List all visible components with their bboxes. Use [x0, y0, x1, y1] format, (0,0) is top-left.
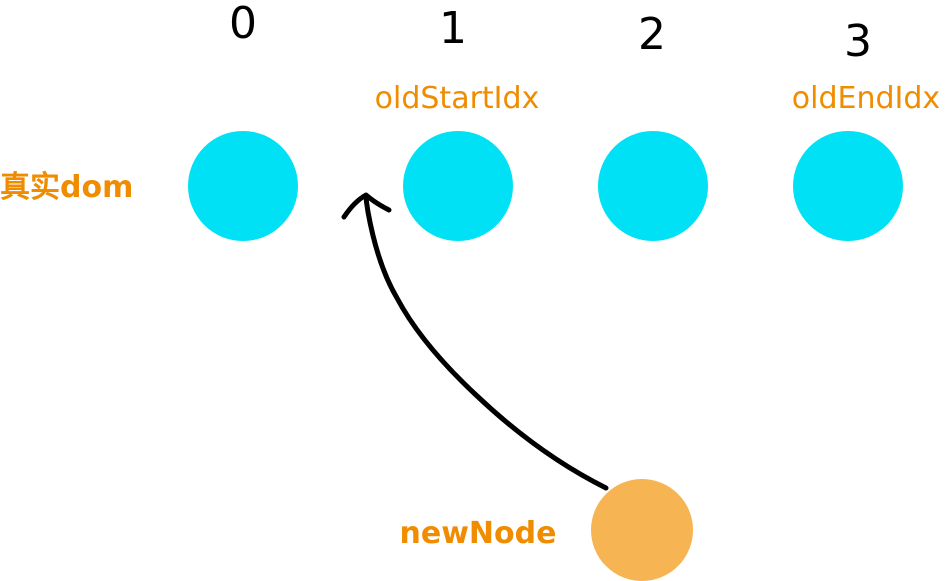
dom-node-0	[188, 131, 298, 241]
new-node-label: newNode	[400, 516, 557, 551]
real-dom-label: 真实dom	[0, 170, 133, 205]
index-label-0: 0	[229, 0, 257, 49]
index-label-1: 1	[439, 3, 467, 54]
dom-node-1	[403, 131, 513, 241]
dom-node-2	[598, 131, 708, 241]
dom-node-3	[793, 131, 903, 241]
insert-arrow-line	[363, 193, 609, 491]
old-start-idx-label: oldStartIdx	[375, 81, 540, 116]
insert-arrow-head	[341, 192, 392, 220]
index-label-2: 2	[638, 9, 666, 60]
old-end-idx-label: oldEndIdx	[792, 81, 940, 116]
new-node	[591, 479, 693, 581]
index-label-3: 3	[844, 16, 872, 67]
